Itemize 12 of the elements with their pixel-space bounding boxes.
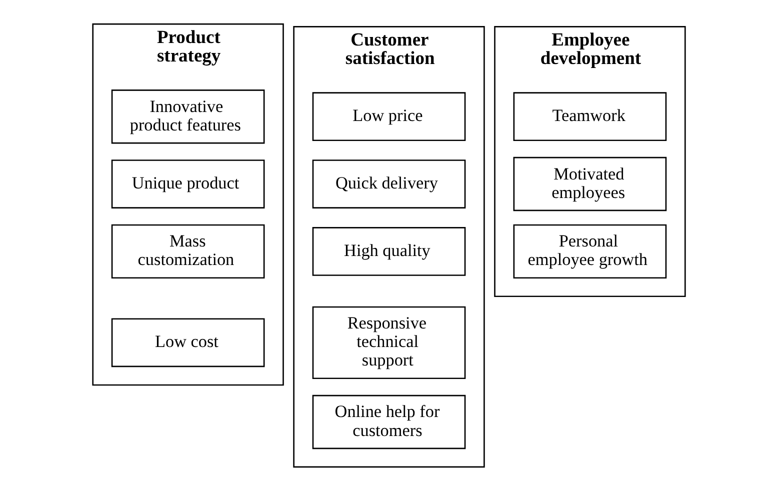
node-box: Teamwork xyxy=(512,92,666,142)
node-box: Mass customization xyxy=(110,224,264,279)
node-box: Responsive technical support xyxy=(312,306,466,380)
node-box: Unique product xyxy=(110,160,264,208)
node-box: Low price xyxy=(312,92,466,142)
node-box: High quality xyxy=(312,227,466,276)
node-box: Motivated employees xyxy=(512,156,666,212)
node-box: Quick delivery xyxy=(312,160,466,208)
node-box: Innovative product features xyxy=(110,90,264,144)
node-box: Low cost xyxy=(110,318,264,368)
node-box: Personal employee growth xyxy=(512,224,666,279)
node-box: Online help for customers xyxy=(312,394,466,450)
